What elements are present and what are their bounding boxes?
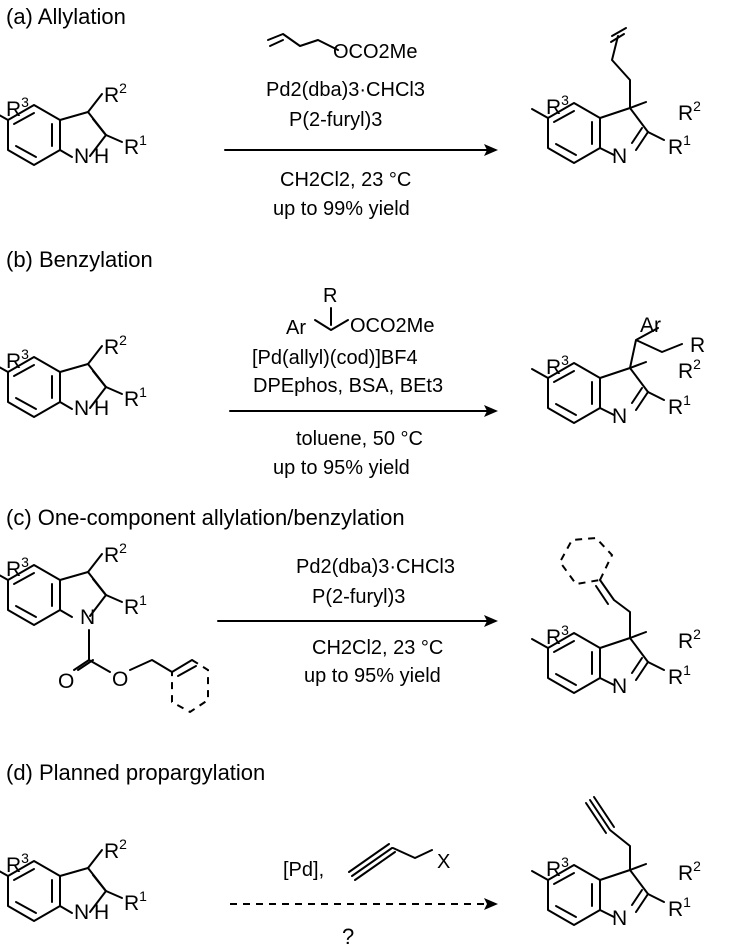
catalyst-b: [Pd(allyl)(cod)]BF4	[252, 347, 418, 369]
n-label-pb: N	[612, 405, 627, 428]
r2-label-b: R2	[104, 332, 127, 359]
r1-label-pd: R1	[668, 894, 691, 921]
nh-label-b: N	[74, 397, 89, 420]
yield-a: up to 99% yield	[273, 198, 410, 220]
arrowhead-d	[484, 898, 498, 910]
catalyst-c: Pd2(dba)3·CHCl3	[296, 556, 455, 578]
dashed-ring-pc	[558, 536, 614, 586]
solvent-b: toluene, 50 °C	[296, 428, 423, 450]
h-label-d: H	[94, 901, 109, 924]
section-d: R3 R2 R1 N H [Pd], X ? R3 R2 R1 N	[0, 796, 701, 949]
ar-label-pb: Ar	[640, 314, 661, 337]
n-label-pa: N	[612, 145, 627, 168]
arrowhead-b	[484, 405, 498, 417]
n-label-pd: N	[612, 907, 627, 930]
h-label-b: H	[94, 397, 109, 420]
n-label-c: N	[80, 606, 95, 629]
nh-label-a: N	[74, 145, 89, 168]
r2-label-pd: R2	[678, 858, 701, 885]
ligand-c: P(2-furyl)3	[312, 586, 405, 608]
n-label-pc: N	[612, 675, 627, 698]
r3-label-pc: R3	[546, 622, 569, 649]
r3-label-pb: R3	[546, 352, 569, 379]
section-d-title: (d) Planned propargylation	[6, 760, 265, 785]
reagent-b-ococ2me: OCO2Me	[350, 315, 434, 337]
r3-label-d: R3	[6, 850, 29, 877]
arrowhead-a	[484, 144, 498, 156]
r1-label-pc: R1	[668, 662, 691, 689]
solvent-c: CH2Cl2, 23 °C	[312, 637, 443, 659]
nh-label-d: N	[74, 901, 89, 924]
carbonyl-o-label: O	[58, 670, 74, 693]
reagent-a-ococ2me: OCO2Me	[333, 41, 417, 63]
r3-label-pd: R3	[546, 854, 569, 881]
r1-label-pa: R1	[668, 132, 691, 159]
section-c-title: (c) One-component allylation/benzylation	[6, 505, 405, 530]
allyl-reagent-bonds	[267, 33, 339, 51]
r1-label-a: R1	[124, 132, 147, 159]
reagent-b-ar: Ar	[286, 317, 306, 339]
r1-label-d: R1	[124, 888, 147, 915]
r3-label-pa: R3	[546, 92, 569, 119]
carbamate-bonds	[73, 629, 173, 673]
r-label-pb: R	[690, 334, 705, 357]
r2-label-a: R2	[104, 80, 127, 107]
section-a-title: (a) Allylation	[6, 4, 126, 29]
r1-label-pb: R1	[668, 392, 691, 419]
r1-label-c: R1	[124, 592, 147, 619]
solvent-a: CH2Cl2, 23 °C	[280, 169, 411, 191]
section-a: R3 R2 R1 N H OCO2Me Pd2(dba)3·CHCl3 P(2-…	[0, 27, 701, 220]
catalyst-a: Pd2(dba)3·CHCl3	[266, 79, 425, 101]
r1-label-b: R1	[124, 384, 147, 411]
yield-c: up to 95% yield	[304, 665, 441, 687]
r2-label-pb: R2	[678, 356, 701, 383]
ester-o-label: O	[112, 668, 128, 691]
section-b-title: (b) Benzylation	[6, 247, 153, 272]
ligand-b: DPEphos, BSA, BEt3	[253, 375, 443, 397]
allyl-group-a	[611, 35, 631, 109]
section-b: R3 R2 R1 N H R Ar OCO2Me [Pd(allyl)(cod)…	[0, 285, 705, 479]
r3-label-c: R3	[6, 554, 29, 581]
r3-label-b: R3	[6, 346, 29, 373]
yield-b: up to 95% yield	[273, 457, 410, 479]
r3-label-a: R3	[6, 94, 29, 121]
h-label-a: H	[94, 145, 109, 168]
r2-label-c: R2	[104, 540, 127, 567]
r2-label-d: R2	[104, 836, 127, 863]
propargyl-group-d	[585, 796, 631, 871]
question-mark: ?	[342, 924, 354, 949]
benzyl-group-b	[629, 327, 683, 369]
section-c: R3 R2 R1 N O O Pd2(dba)3·CHCl3 P(2-furyl…	[0, 536, 701, 714]
r2-label-pa: R2	[678, 98, 701, 125]
arrowhead-c	[484, 615, 498, 627]
ligand-a: P(2-furyl)3	[289, 109, 382, 131]
benzyl-reagent-bonds	[314, 307, 349, 331]
catalyst-d: [Pd],	[283, 859, 324, 881]
leaving-group-x: X	[437, 851, 450, 873]
r2-label-pc: R2	[678, 626, 701, 653]
reagent-b-r: R	[323, 285, 337, 307]
propargyl-reagent-bonds	[348, 843, 433, 881]
dashed-ring-c	[171, 659, 209, 714]
